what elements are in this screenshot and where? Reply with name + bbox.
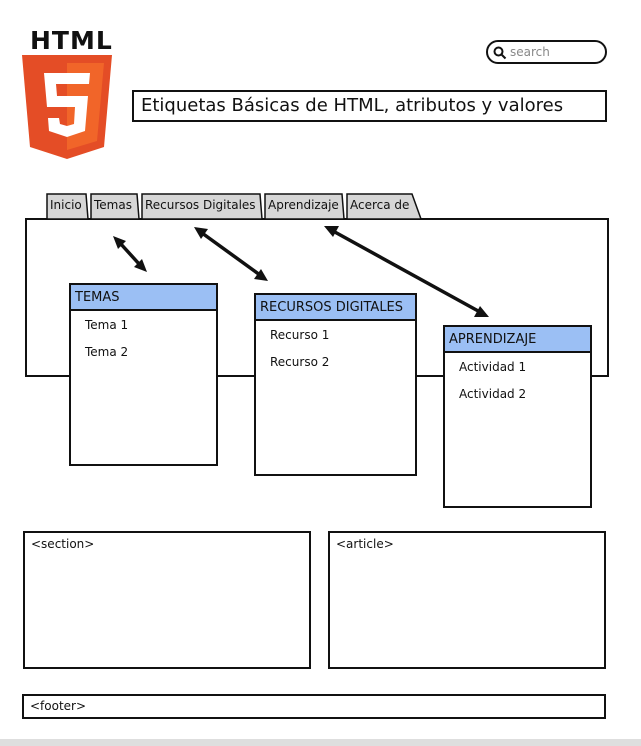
tab-temas[interactable]: Temas xyxy=(90,193,140,220)
article-region: <article> xyxy=(328,531,606,669)
tab-label: Acerca de xyxy=(350,198,410,212)
list-item[interactable]: Actividad 1 xyxy=(459,360,527,374)
tab-recursos-digitales[interactable]: Recursos Digitales xyxy=(141,193,263,220)
tab-inicio[interactable]: Inicio xyxy=(46,193,89,220)
tab-label: Aprendizaje xyxy=(268,198,339,212)
list-item[interactable]: Actividad 2 xyxy=(459,387,527,401)
arrow-temas xyxy=(113,236,147,272)
section-region: <section> xyxy=(23,531,311,669)
list-item[interactable]: Tema 2 xyxy=(85,345,129,359)
tab-label: Inicio xyxy=(50,198,82,212)
card-title: RECURSOS DIGITALES xyxy=(256,295,415,321)
tab-acerca-de[interactable]: Acerca de xyxy=(346,193,423,220)
card-title: APRENDIZAJE xyxy=(445,327,590,353)
page-title: Etiquetas Básicas de HTML, atributos y v… xyxy=(132,90,607,122)
search-icon xyxy=(493,46,507,60)
html-logo-text: HTML xyxy=(30,26,113,55)
tab-label: Recursos Digitales xyxy=(145,198,256,212)
card-aprendizaje: APRENDIZAJE Actividad 1 Actividad 2 xyxy=(443,325,592,508)
footer-label: <footer> xyxy=(30,699,87,713)
bottom-scrollbar[interactable] xyxy=(0,739,641,746)
list-item[interactable]: Recurso 1 xyxy=(270,328,330,342)
article-label: <article> xyxy=(336,537,394,551)
tab-label: Temas xyxy=(94,198,132,212)
card-temas: TEMAS Tema 1 Tema 2 xyxy=(69,283,218,466)
footer-region: <footer> xyxy=(22,694,606,719)
html5-shield-icon xyxy=(22,55,112,159)
card-recursos-digitales: RECURSOS DIGITALES Recurso 1 Recurso 2 xyxy=(254,293,417,476)
list-item[interactable]: Tema 1 xyxy=(85,318,129,332)
card-title: TEMAS xyxy=(71,285,216,311)
arrow-recursos xyxy=(194,227,268,281)
section-label: <section> xyxy=(31,537,95,551)
list-item[interactable]: Recurso 2 xyxy=(270,355,330,369)
tab-aprendizaje[interactable]: Aprendizaje xyxy=(264,193,345,220)
search-box[interactable] xyxy=(486,40,607,64)
arrow-aprendizaje xyxy=(324,226,489,317)
search-input[interactable] xyxy=(510,44,602,60)
